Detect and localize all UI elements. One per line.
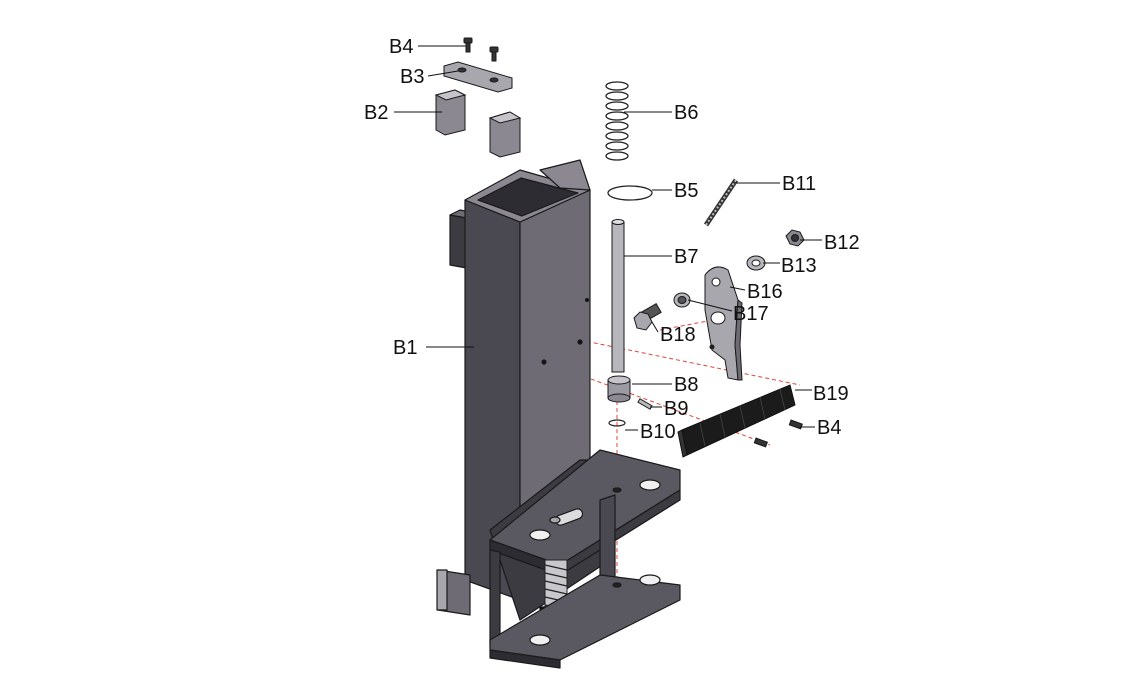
lever-b16: [704, 266, 743, 381]
screws-b4-right: [753, 419, 803, 448]
brush-strip-b19: [677, 384, 796, 458]
label-b4-right: B4: [817, 417, 841, 439]
label-b2: B2: [364, 102, 388, 124]
circlip-b10: [608, 419, 626, 427]
leader-lines: [394, 45, 822, 431]
bolt-b18: [633, 302, 662, 331]
screws-b4-top: [463, 37, 499, 62]
label-b9: B9: [664, 398, 688, 420]
label-b5: B5: [674, 180, 698, 202]
bushing-b17: [673, 292, 691, 308]
label-b7: B7: [674, 246, 698, 268]
label-b16: B16: [747, 281, 783, 303]
label-b10: B10: [640, 421, 676, 443]
label-b4-top: B4: [389, 36, 413, 58]
label-b13: B13: [781, 255, 817, 277]
pin-shaft-b7: [611, 219, 625, 373]
spring-b6: [605, 81, 629, 161]
label-b11: B11: [782, 173, 816, 195]
label-b18: B18: [660, 324, 696, 346]
collar-b8: [607, 375, 631, 403]
roll-pin-b9: [637, 398, 653, 410]
label-b17: B17: [733, 303, 769, 325]
label-b8: B8: [674, 374, 698, 396]
main-column-b1: [436, 159, 681, 669]
guide-blocks-b2: [434, 89, 522, 158]
cover-plate-b3: [443, 61, 513, 93]
retaining-ring-b5: [607, 185, 653, 201]
label-b19: B19: [813, 383, 849, 405]
label-b3: B3: [400, 66, 424, 88]
threaded-rod-b11: [703, 178, 739, 227]
label-b6: B6: [674, 102, 698, 124]
callout-labels: B4 B3 B2 B1 B6 B5 B7 B8 B9 B10 B11 B12 B…: [364, 36, 860, 443]
nut-b12: [785, 229, 805, 247]
label-b12: B12: [824, 232, 860, 254]
washer-b13: [746, 255, 766, 271]
label-b1: B1: [393, 337, 417, 359]
